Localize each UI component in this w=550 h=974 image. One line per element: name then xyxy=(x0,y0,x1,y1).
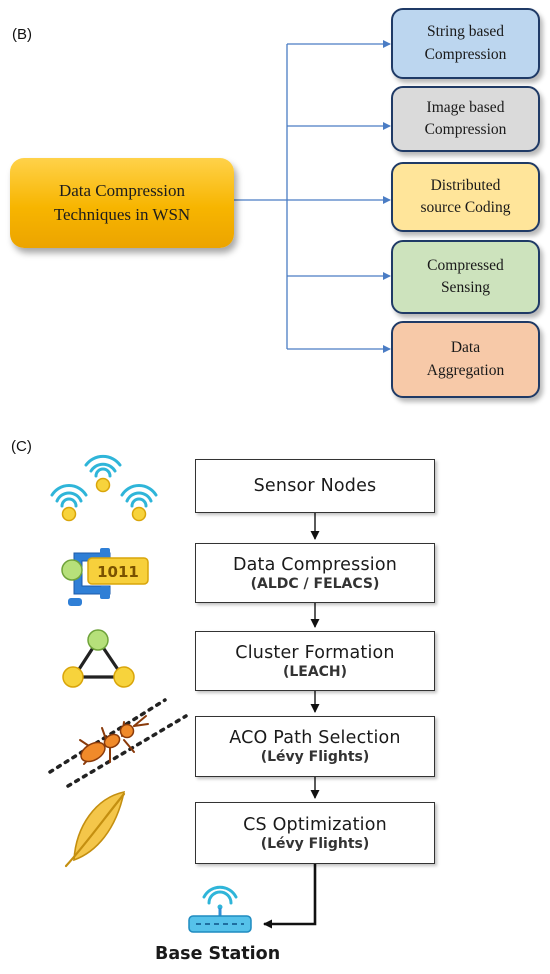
panel-c-label: (C) xyxy=(11,438,32,455)
step-cs-optimization: CS Optimization (Lévy Flights) xyxy=(195,802,435,864)
router-icon xyxy=(188,885,252,933)
step-aco-path-selection-subtitle: (Lévy Flights) xyxy=(260,749,370,765)
branch-string-label: String based Compression xyxy=(424,23,507,63)
base-station-arrow xyxy=(263,864,317,929)
step-cs-optimization-subtitle: (Lévy Flights) xyxy=(260,835,370,852)
branch-image-compression: Image based Compression xyxy=(391,86,540,152)
branch-image-label: Image based Compression xyxy=(424,98,507,138)
step-data-compression-subtitle: (ALDC / FELACS) xyxy=(250,575,380,592)
base-station-label: Base Station xyxy=(155,944,281,964)
branch-data-aggregation: Data Aggregation xyxy=(391,321,540,398)
step-data-compression: Data Compression (ALDC / FELACS) xyxy=(195,543,435,603)
wifi-sensor-nodes-icon xyxy=(50,454,158,522)
cluster-triangle-icon xyxy=(62,629,135,688)
branch-distributed-source-coding: Distributed source Coding xyxy=(391,162,540,232)
branch-string-compression: String based Compression xyxy=(391,8,540,79)
feather-icon xyxy=(64,790,126,868)
step-cs-optimization-title: CS Optimization xyxy=(243,814,387,835)
branch-data-aggregation-label: Data Aggregation xyxy=(426,339,505,379)
compression-clamp-icon: 1011 xyxy=(61,548,149,606)
step-cluster-formation-title: Cluster Formation xyxy=(235,642,395,663)
step-cluster-formation-subtitle: (LEACH) xyxy=(282,663,348,680)
branch-distributed-label: Distributed source Coding xyxy=(420,176,511,216)
step-data-compression-title: Data Compression xyxy=(232,554,398,575)
compression-icon-text: 1011 xyxy=(97,563,139,581)
main-node-label: Data Compression Techniques in WSN xyxy=(53,181,191,224)
ant-icon xyxy=(48,698,188,788)
step-aco-path-selection: ACO Path Selection (Lévy Flights) xyxy=(195,716,435,777)
step-aco-path-selection-title: ACO Path Selection xyxy=(229,728,401,748)
step-sensor-nodes-title: Sensor Nodes xyxy=(253,476,377,496)
branch-compressed-sensing: Compressed Sensing xyxy=(391,240,540,314)
panel-b-label: (B) xyxy=(12,26,32,43)
step-sensor-nodes: Sensor Nodes xyxy=(195,459,435,513)
main-node-data-compression: Data Compression Techniques in WSN xyxy=(10,158,234,248)
branch-compressed-sensing-label: Compressed Sensing xyxy=(427,256,504,296)
step-cluster-formation: Cluster Formation (LEACH) xyxy=(195,631,435,691)
